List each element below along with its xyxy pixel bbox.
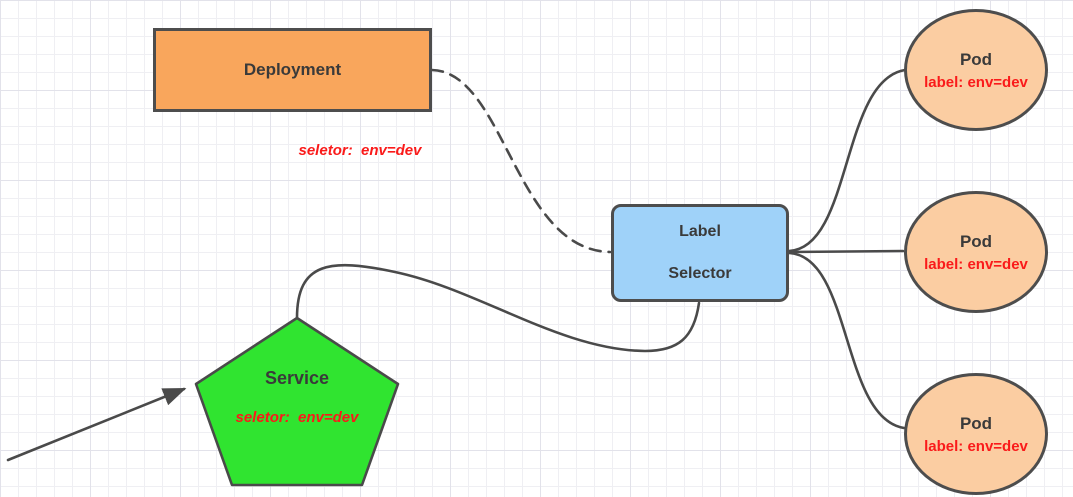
edge-deployment-to-label-selector[interactable] [430, 68, 612, 254]
pod-2-label: label: env=dev [924, 255, 1028, 273]
deployment-node[interactable]: Deployment [153, 28, 432, 112]
ingress-arrow-to-service[interactable] [6, 387, 187, 462]
label-selector-line1: Label [679, 223, 721, 240]
edge-service-to-label-selector[interactable] [295, 263, 701, 353]
edge-label-selector-to-pod-3[interactable] [787, 251, 906, 430]
pod-1-label: label: env=dev [924, 73, 1028, 91]
label-selector-line2: Selector [668, 265, 732, 282]
pod-3-label: label: env=dev [924, 437, 1028, 455]
pod-3-title: Pod [959, 413, 993, 433]
edge-label-selector-to-pod-2[interactable] [787, 249, 905, 254]
pod-2-title: Pod [959, 231, 993, 251]
edge-label-selector-to-pod-1[interactable] [787, 68, 907, 253]
label-selector-node[interactable]: Label Selector [611, 204, 789, 302]
pod-node-3[interactable]: Pod label: env=dev [904, 373, 1048, 495]
service-pentagon-shape[interactable] [194, 316, 400, 487]
pod-node-1[interactable]: Pod label: env=dev [904, 9, 1048, 131]
pod-node-2[interactable]: Pod label: env=dev [904, 191, 1048, 313]
deployment-label: Deployment [243, 60, 342, 79]
deployment-selector-annotation: seletor: env=dev [298, 142, 422, 159]
pod-1-title: Pod [959, 49, 993, 69]
